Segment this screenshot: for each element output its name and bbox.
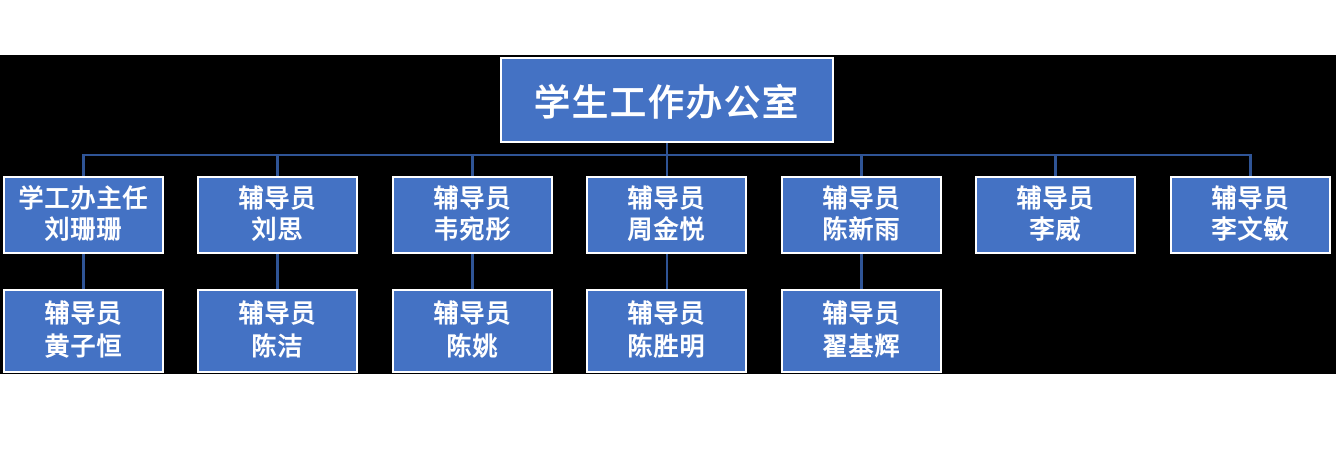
org-node-role: 辅导员 <box>44 300 123 329</box>
org-node-l2-7[interactable]: 辅导员 李文敏 <box>1170 176 1331 254</box>
connector-stub-l2-4 <box>665 153 669 176</box>
org-node-name: 陈新雨 <box>822 215 901 244</box>
org-node-l3-3[interactable]: 辅导员 陈姚 <box>392 289 553 373</box>
org-node-name: 李威 <box>1029 215 1082 244</box>
org-node-name: 刘珊珊 <box>44 215 123 244</box>
org-node-role: 学工办主任 <box>18 185 149 214</box>
org-node-role: 辅导员 <box>627 300 706 329</box>
org-node-l2-3[interactable]: 辅导员 韦宛彤 <box>392 176 553 254</box>
org-node-role: 辅导员 <box>1016 185 1095 214</box>
org-node-role: 辅导员 <box>627 185 706 214</box>
org-node-role: 辅导员 <box>822 300 901 329</box>
org-node-role: 辅导员 <box>238 300 317 329</box>
org-node-l2-5[interactable]: 辅导员 陈新雨 <box>781 176 942 254</box>
org-node-root[interactable]: 学生工作办公室 <box>500 57 834 143</box>
connector-stub-l2-7 <box>1249 153 1252 176</box>
org-node-l2-6[interactable]: 辅导员 李威 <box>975 176 1136 254</box>
org-node-name: 李文敏 <box>1211 215 1290 244</box>
connector-stub-l3-3 <box>471 253 474 289</box>
org-node-role: 辅导员 <box>433 185 512 214</box>
org-node-l3-1[interactable]: 辅导员 黄子恒 <box>3 289 164 373</box>
org-node-l2-4[interactable]: 辅导员 周金悦 <box>586 176 747 254</box>
org-node-role: 辅导员 <box>822 185 901 214</box>
org-node-name: 翟基辉 <box>822 332 901 361</box>
connector-stub-l2-1 <box>82 153 85 176</box>
org-node-role: 辅导员 <box>1211 185 1290 214</box>
org-node-l2-2[interactable]: 辅导员 刘思 <box>197 176 358 254</box>
connector-stub-l3-1 <box>82 253 85 289</box>
connector-stub-l2-2 <box>276 153 279 176</box>
connector-stub-l2-6 <box>1054 153 1057 176</box>
org-node-name: 陈姚 <box>446 332 499 361</box>
org-node-name: 周金悦 <box>627 215 706 244</box>
connector-stub-l3-4 <box>665 253 669 289</box>
org-node-name: 黄子恒 <box>44 332 123 361</box>
org-node-root-title: 学生工作办公室 <box>533 82 800 123</box>
org-node-name: 陈胜明 <box>627 332 706 361</box>
org-node-name: 刘思 <box>251 215 304 244</box>
org-node-l3-5[interactable]: 辅导员 翟基辉 <box>781 289 942 373</box>
org-node-name: 韦宛彤 <box>433 215 512 244</box>
connector-stub-l3-5 <box>860 253 863 289</box>
org-node-role: 辅导员 <box>433 300 512 329</box>
connector-stub-l3-2 <box>276 253 279 289</box>
connector-stub-l2-5 <box>860 153 863 176</box>
org-node-role: 辅导员 <box>238 185 317 214</box>
org-node-l3-2[interactable]: 辅导员 陈洁 <box>197 289 358 373</box>
connector-root-stub <box>665 143 669 156</box>
org-node-l3-4[interactable]: 辅导员 陈胜明 <box>586 289 747 373</box>
connector-stub-l2-3 <box>471 153 474 176</box>
org-node-name: 陈洁 <box>251 332 304 361</box>
org-node-l2-1[interactable]: 学工办主任 刘珊珊 <box>3 176 164 254</box>
